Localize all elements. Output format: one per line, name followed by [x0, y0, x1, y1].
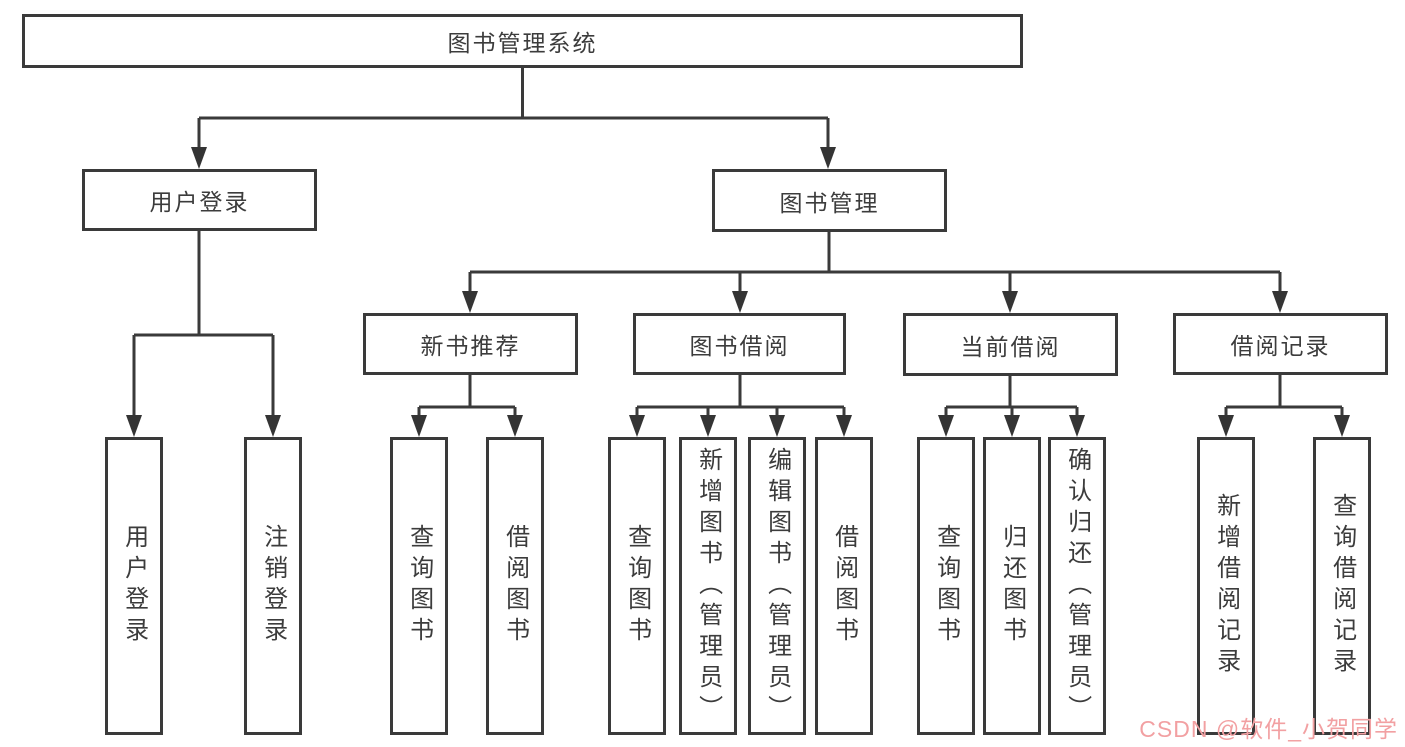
- node-add-books-admin: 新增图书（管理员）: [679, 437, 737, 735]
- arrow-down-icon: [700, 415, 716, 437]
- arrow-down-icon: [629, 415, 645, 437]
- arrow-down-icon: [1334, 415, 1350, 437]
- arrow-down-icon: [1004, 415, 1020, 437]
- node-label: 新增图书（管理员）: [694, 446, 722, 726]
- node-query-books-recommend: 查询图书: [390, 437, 448, 735]
- node-label: 用户登录: [120, 524, 148, 648]
- node-label: 确认归还（管理员）: [1063, 446, 1091, 726]
- connectors-root-branch: [191, 68, 836, 169]
- node-label: 用户登录: [149, 189, 250, 215]
- node-query-borrowing-record: 查询借阅记录: [1313, 437, 1371, 735]
- connectors-book-management-branch: [462, 232, 1288, 313]
- node-label: 查询图书: [932, 524, 960, 648]
- arrow-down-icon: [265, 415, 281, 437]
- node-query-books-borrowing: 查询图书: [608, 437, 666, 735]
- node-add-borrowing-record: 新增借阅记录: [1197, 437, 1255, 735]
- node-label: 图书管理: [779, 189, 880, 216]
- arrow-down-icon: [1002, 291, 1018, 313]
- node-borrow-books-recommend: 借阅图书: [486, 437, 544, 735]
- node-label: 新书推荐: [420, 333, 521, 359]
- csdn-watermark: CSDN @软件_小贺同学: [1139, 716, 1398, 742]
- node-label: 归还图书: [998, 524, 1026, 648]
- node-current-borrowing: 当前借阅: [903, 313, 1118, 376]
- node-label: 图书借阅: [689, 333, 790, 359]
- arrow-down-icon: [411, 415, 427, 437]
- arrow-down-icon: [126, 415, 142, 437]
- node-borrowing-records: 借阅记录: [1173, 313, 1388, 375]
- node-library-management-system: 图书管理系统: [22, 14, 1023, 68]
- connectors-current-borrowing-branch: [938, 376, 1085, 437]
- arrow-down-icon: [462, 291, 478, 313]
- node-label: 查询借阅记录: [1328, 493, 1356, 679]
- arrow-down-icon: [191, 147, 207, 169]
- arrow-down-icon: [507, 415, 523, 437]
- arrow-down-icon: [769, 415, 785, 437]
- node-confirm-return-admin: 确认归还（管理员）: [1048, 437, 1106, 735]
- arrow-down-icon: [1069, 415, 1085, 437]
- arrow-down-icon: [1272, 291, 1288, 313]
- node-label: 查询图书: [623, 524, 651, 648]
- node-label: 查询图书: [405, 524, 433, 648]
- node-label: 当前借阅: [960, 333, 1061, 360]
- connectors-user-login-branch: [126, 231, 281, 437]
- node-label: 图书管理系统: [447, 30, 598, 56]
- node-label: 借阅图书: [501, 524, 529, 648]
- node-query-books-current: 查询图书: [917, 437, 975, 735]
- node-label: 新增借阅记录: [1212, 493, 1240, 679]
- node-book-management-module: 图书管理: [712, 169, 947, 232]
- arrow-down-icon: [938, 415, 954, 437]
- node-return-books: 归还图书: [983, 437, 1041, 735]
- node-edit-books-admin: 编辑图书（管理员）: [748, 437, 806, 735]
- arrow-down-icon: [836, 415, 852, 437]
- node-logout: 注销登录: [244, 437, 302, 735]
- arrow-down-icon: [1218, 415, 1234, 437]
- node-borrow-books-borrowing: 借阅图书: [815, 437, 873, 735]
- node-book-borrowing: 图书借阅: [633, 313, 846, 375]
- connectors-book-borrowing-branch: [629, 375, 852, 437]
- node-new-book-recommendation: 新书推荐: [363, 313, 578, 375]
- node-user-login: 用户登录: [105, 437, 163, 735]
- connectors-new-book-recommendation-branch: [411, 375, 523, 437]
- arrow-down-icon: [732, 291, 748, 313]
- node-label: 编辑图书（管理员）: [763, 446, 791, 726]
- node-label: 借阅记录: [1230, 333, 1331, 359]
- node-label: 注销登录: [259, 524, 287, 648]
- connectors-borrowing-records-branch: [1218, 375, 1350, 437]
- arrow-down-icon: [820, 147, 836, 169]
- node-label: 借阅图书: [830, 524, 858, 648]
- node-user-login-module: 用户登录: [82, 169, 317, 231]
